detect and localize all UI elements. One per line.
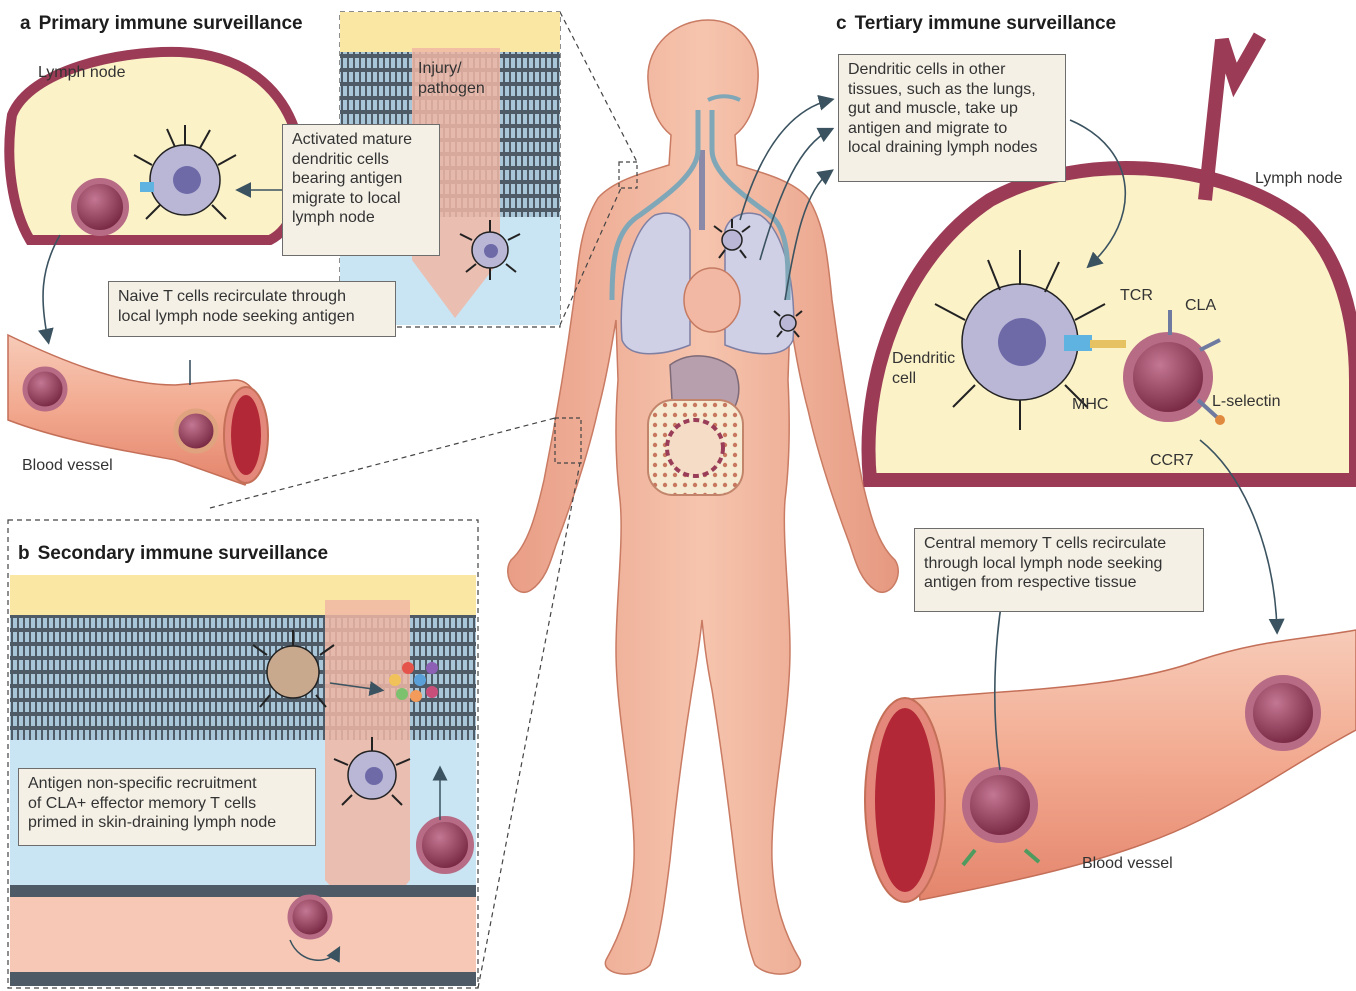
panel-b-title: Secondary immune surveillance [38, 543, 328, 564]
label-dendritic-1: Dendritic [892, 350, 955, 368]
callout-line: gut and muscle, take up [848, 99, 1056, 119]
panel-b-skin-section [8, 520, 478, 988]
label-dendritic-2: cell [892, 370, 916, 388]
panel-c-letter: c [836, 13, 847, 34]
panel-c-title: Tertiary immune surveillance [855, 13, 1117, 34]
label-l-selectin: L-selectin [1212, 393, 1280, 411]
callout-line: antigen from respective tissue [924, 573, 1194, 593]
callout-other-tissues: Dendritic cells in other tissues, such a… [838, 54, 1066, 182]
callout-recruitment: Antigen non-specific recruitment of CLA+… [18, 768, 316, 846]
panel-a-letter: a [20, 13, 31, 34]
label-mhc: MHC [1072, 396, 1108, 414]
panel-a-heading: a Primary immune surveillance [20, 13, 303, 35]
callout-line: bearing antigen [292, 169, 430, 189]
callout-activated-dendritic: Activated mature dendritic cells bearing… [282, 124, 440, 256]
label-lymph-node-c: Lymph node [1255, 170, 1342, 188]
label-ccr7: CCR7 [1150, 452, 1194, 470]
panel-b-letter: b [18, 543, 30, 564]
callout-line: of CLA+ effector memory T cells [28, 794, 306, 814]
panel-c-heading: c Tertiary immune surveillance [836, 13, 1116, 35]
callout-central-memory: Central memory T cells recirculate throu… [914, 528, 1204, 612]
callout-line: dendritic cells [292, 150, 430, 170]
label-injury-2: pathogen [418, 80, 485, 98]
callout-line: Antigen non-specific recruitment [28, 774, 306, 794]
heart [684, 268, 740, 332]
callout-line: Activated mature [292, 130, 430, 150]
callout-line: through local lymph node seeking [924, 554, 1194, 574]
callout-line: tissues, such as the lungs, [848, 80, 1056, 100]
label-injury-1: Injury/ [418, 60, 462, 78]
intestines [648, 400, 743, 495]
panel-a-title: Primary immune surveillance [39, 13, 303, 34]
callout-line: migrate to local [292, 189, 430, 209]
callout-line: local draining lymph nodes [848, 138, 1056, 158]
label-cla: CLA [1185, 297, 1216, 315]
label-blood-vessel-a: Blood vessel [22, 457, 113, 475]
callout-line: primed in skin-draining lymph node [28, 813, 306, 833]
callout-line: lymph node [292, 208, 430, 228]
panel-b-heading: b Secondary immune surveillance [18, 543, 328, 565]
callout-line: antigen and migrate to [848, 119, 1056, 139]
callout-line: Dendritic cells in other [848, 60, 1056, 80]
callout-line: Central memory T cells recirculate [924, 534, 1194, 554]
callout-line: local lymph node seeking antigen [118, 307, 386, 327]
label-blood-vessel-c: Blood vessel [1082, 855, 1173, 873]
label-tcr: TCR [1120, 287, 1153, 305]
label-lymph-node-a: Lymph node [38, 64, 125, 82]
callout-naive-t-cells: Naive T cells recirculate through local … [108, 281, 396, 337]
callout-line: Naive T cells recirculate through [118, 287, 386, 307]
